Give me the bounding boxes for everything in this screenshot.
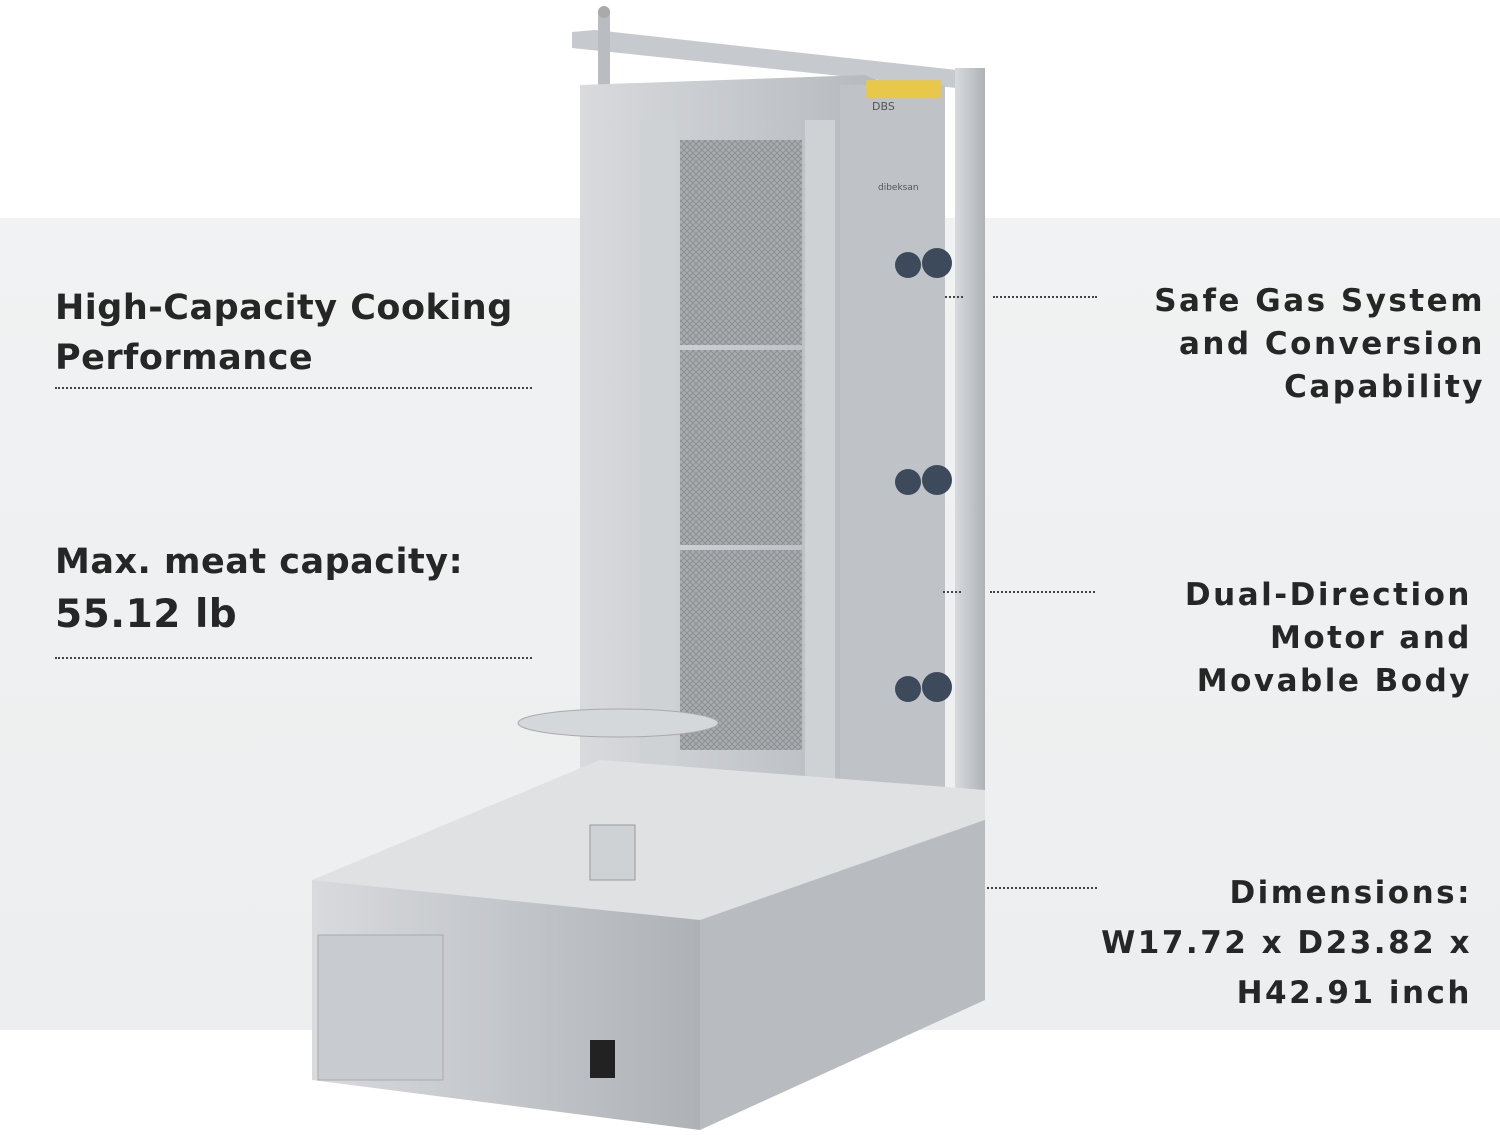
feature-line: Dual-Direction (1184, 577, 1472, 613)
drip-plate (517, 708, 719, 738)
feature-line: Performance (55, 338, 314, 378)
feature-line: Capability (1284, 369, 1485, 405)
gas-knobs (895, 248, 952, 702)
power-switch (590, 1040, 615, 1078)
burner-panel-2 (680, 350, 802, 545)
rear-pillar (955, 68, 985, 828)
feature-meat-capacity: Max. meat capacity: 55.12 lb (55, 542, 463, 637)
dotted-leader (943, 591, 961, 593)
top-arm (572, 30, 975, 90)
dotted-leader (987, 887, 1097, 889)
burner-panel-1 (680, 140, 802, 345)
dotted-leader (945, 296, 963, 298)
base-top (312, 760, 985, 920)
motor-hub (589, 824, 636, 881)
feature-dimensions: Dimensions: W17.72 x D23.82 x H42.91 inc… (1101, 868, 1472, 1018)
feature-cooking-performance: High-Capacity Cooking Performance (55, 283, 513, 383)
feature-line: and Conversion (1178, 326, 1485, 362)
brand-label: DBS (872, 100, 895, 113)
feature-line: W17.72 x D23.82 x (1101, 925, 1472, 961)
knob-icon (922, 672, 952, 702)
feature-gas-system: Safe Gas System and Conversion Capabilit… (1154, 280, 1485, 409)
dotted-divider (55, 657, 532, 659)
knob-icon (922, 248, 952, 278)
feature-line: High-Capacity Cooking (55, 288, 513, 328)
feature-line: Dimensions: (1229, 875, 1472, 911)
feature-line: Motor and (1269, 620, 1472, 656)
maker-label: dibeksan (878, 183, 919, 193)
base-side (700, 820, 985, 1130)
dotted-leader (990, 591, 1095, 593)
drawer (317, 934, 444, 1081)
dotted-leader (993, 296, 1097, 298)
feature-line: Movable Body (1196, 663, 1472, 699)
feature-line: Safe Gas System (1154, 283, 1485, 319)
feature-line: H42.91 inch (1236, 975, 1472, 1011)
knob-icon (922, 465, 952, 495)
warning-label (866, 80, 941, 98)
capacity-label: Max. meat capacity: (55, 542, 464, 582)
feature-motor: Dual-Direction Motor and Movable Body (1185, 574, 1472, 703)
capacity-value: 55.12 lb (55, 592, 238, 637)
dotted-divider (55, 387, 532, 389)
